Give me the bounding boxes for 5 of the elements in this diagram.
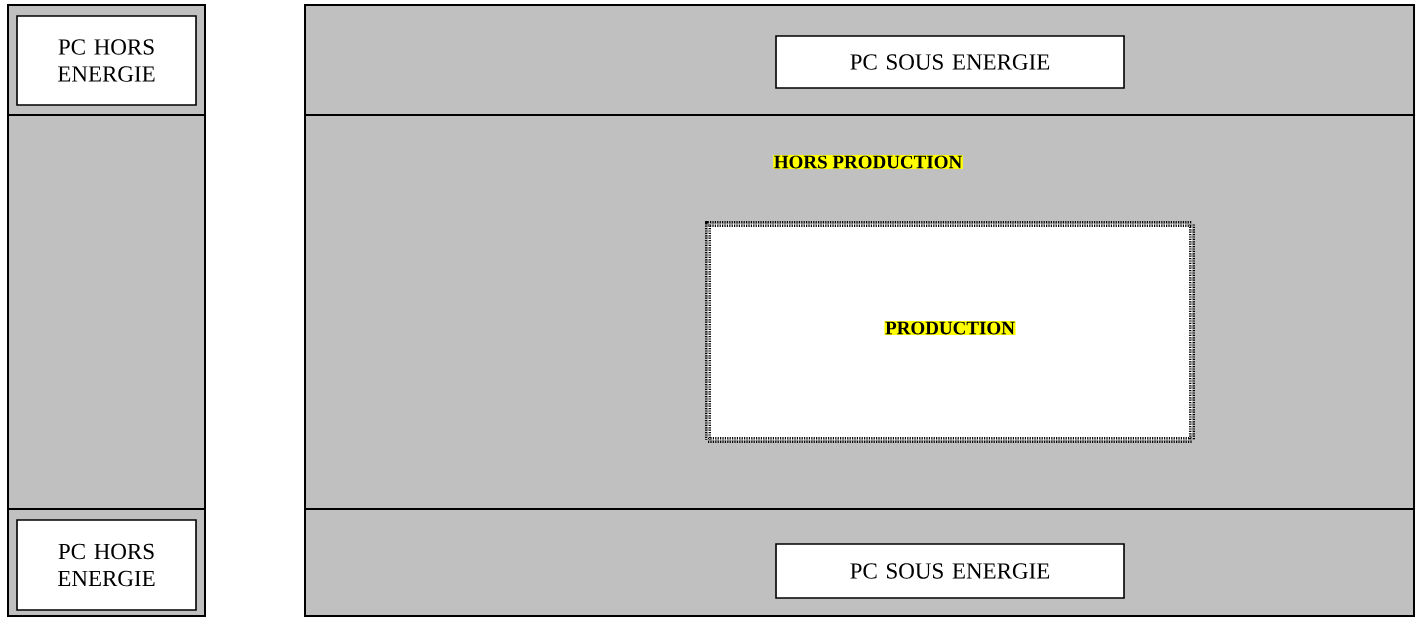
label-box: PC HORS ENERGIE bbox=[16, 519, 197, 611]
label-box: PC HORS ENERGIE bbox=[16, 15, 197, 106]
label-box: PC SOUS ENERGIE bbox=[775, 543, 1125, 599]
dotted-box: PRODUCTION bbox=[705, 221, 1195, 443]
label-box: PC SOUS ENERGIE bbox=[775, 35, 1125, 89]
